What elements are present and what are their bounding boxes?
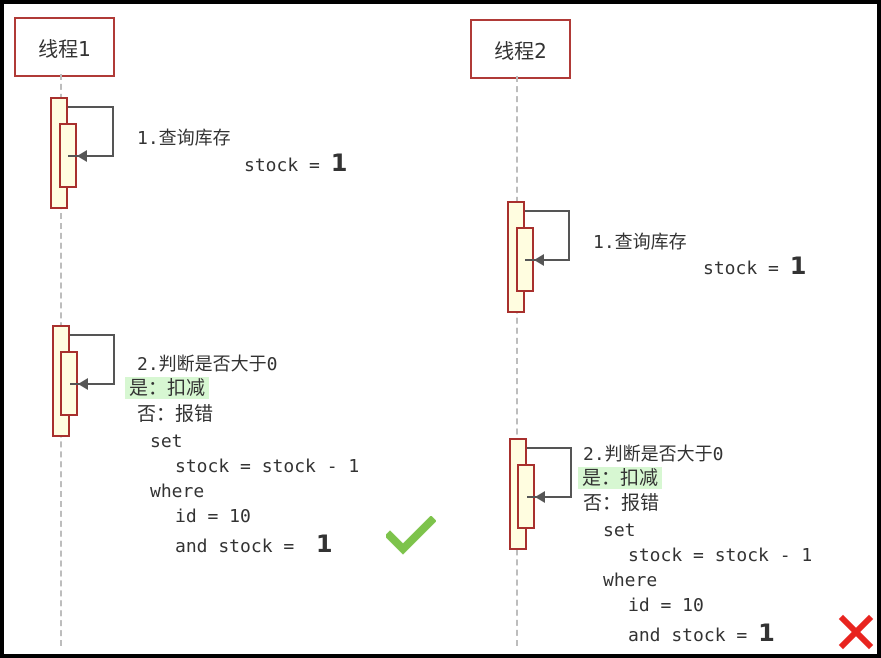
- cross-icon: [838, 614, 874, 650]
- lane-thread1: 线程1: [14, 17, 115, 77]
- sql-id-condition: id = 10: [628, 595, 704, 616]
- sql-and-condition: and stock = 1: [628, 619, 775, 647]
- lane-title: 线程2: [494, 38, 547, 63]
- self-call-arrow: [525, 210, 570, 261]
- stock-readout: stock = 1: [703, 252, 807, 280]
- sql-id-condition: id = 10: [175, 506, 251, 527]
- sql-set: set: [150, 431, 183, 452]
- sql-assign: stock = stock - 1: [628, 545, 813, 566]
- sql-set: set: [603, 520, 636, 541]
- sql-where: where: [150, 481, 205, 502]
- stock-value: 1: [330, 149, 348, 177]
- step-label: 1.查询库存: [137, 128, 231, 149]
- step-label: 1.查询库存: [593, 232, 687, 253]
- stock-value: 1: [758, 619, 775, 647]
- sql-assign: stock = stock - 1: [175, 456, 360, 477]
- self-call-arrow: [527, 447, 572, 498]
- yes-branch: 是：扣减: [578, 463, 663, 490]
- stock-value: 1: [789, 252, 807, 280]
- no-branch: 否：报错: [137, 403, 214, 425]
- step-label: 2.判断是否大于0: [137, 354, 278, 375]
- stock-readout: stock = 1: [244, 149, 348, 177]
- lane-thread2: 线程2: [470, 19, 571, 79]
- self-call-arrow: [70, 334, 115, 385]
- step-label: 2.判断是否大于0: [583, 444, 724, 465]
- lane-title: 线程1: [38, 36, 91, 61]
- arrow-head: [535, 491, 545, 503]
- no-branch: 否：报错: [583, 492, 660, 514]
- sql-where: where: [603, 570, 658, 591]
- arrow-head: [77, 150, 87, 162]
- yes-branch: 是：扣减: [125, 373, 210, 400]
- sql-and-condition: and stock = 1: [175, 530, 333, 558]
- arrow-head: [534, 254, 544, 266]
- arrow-head: [78, 378, 88, 390]
- check-icon: [386, 516, 436, 555]
- lifeline-thread2: [516, 76, 518, 646]
- self-call-arrow: [68, 106, 114, 157]
- stock-value: 1: [315, 530, 333, 558]
